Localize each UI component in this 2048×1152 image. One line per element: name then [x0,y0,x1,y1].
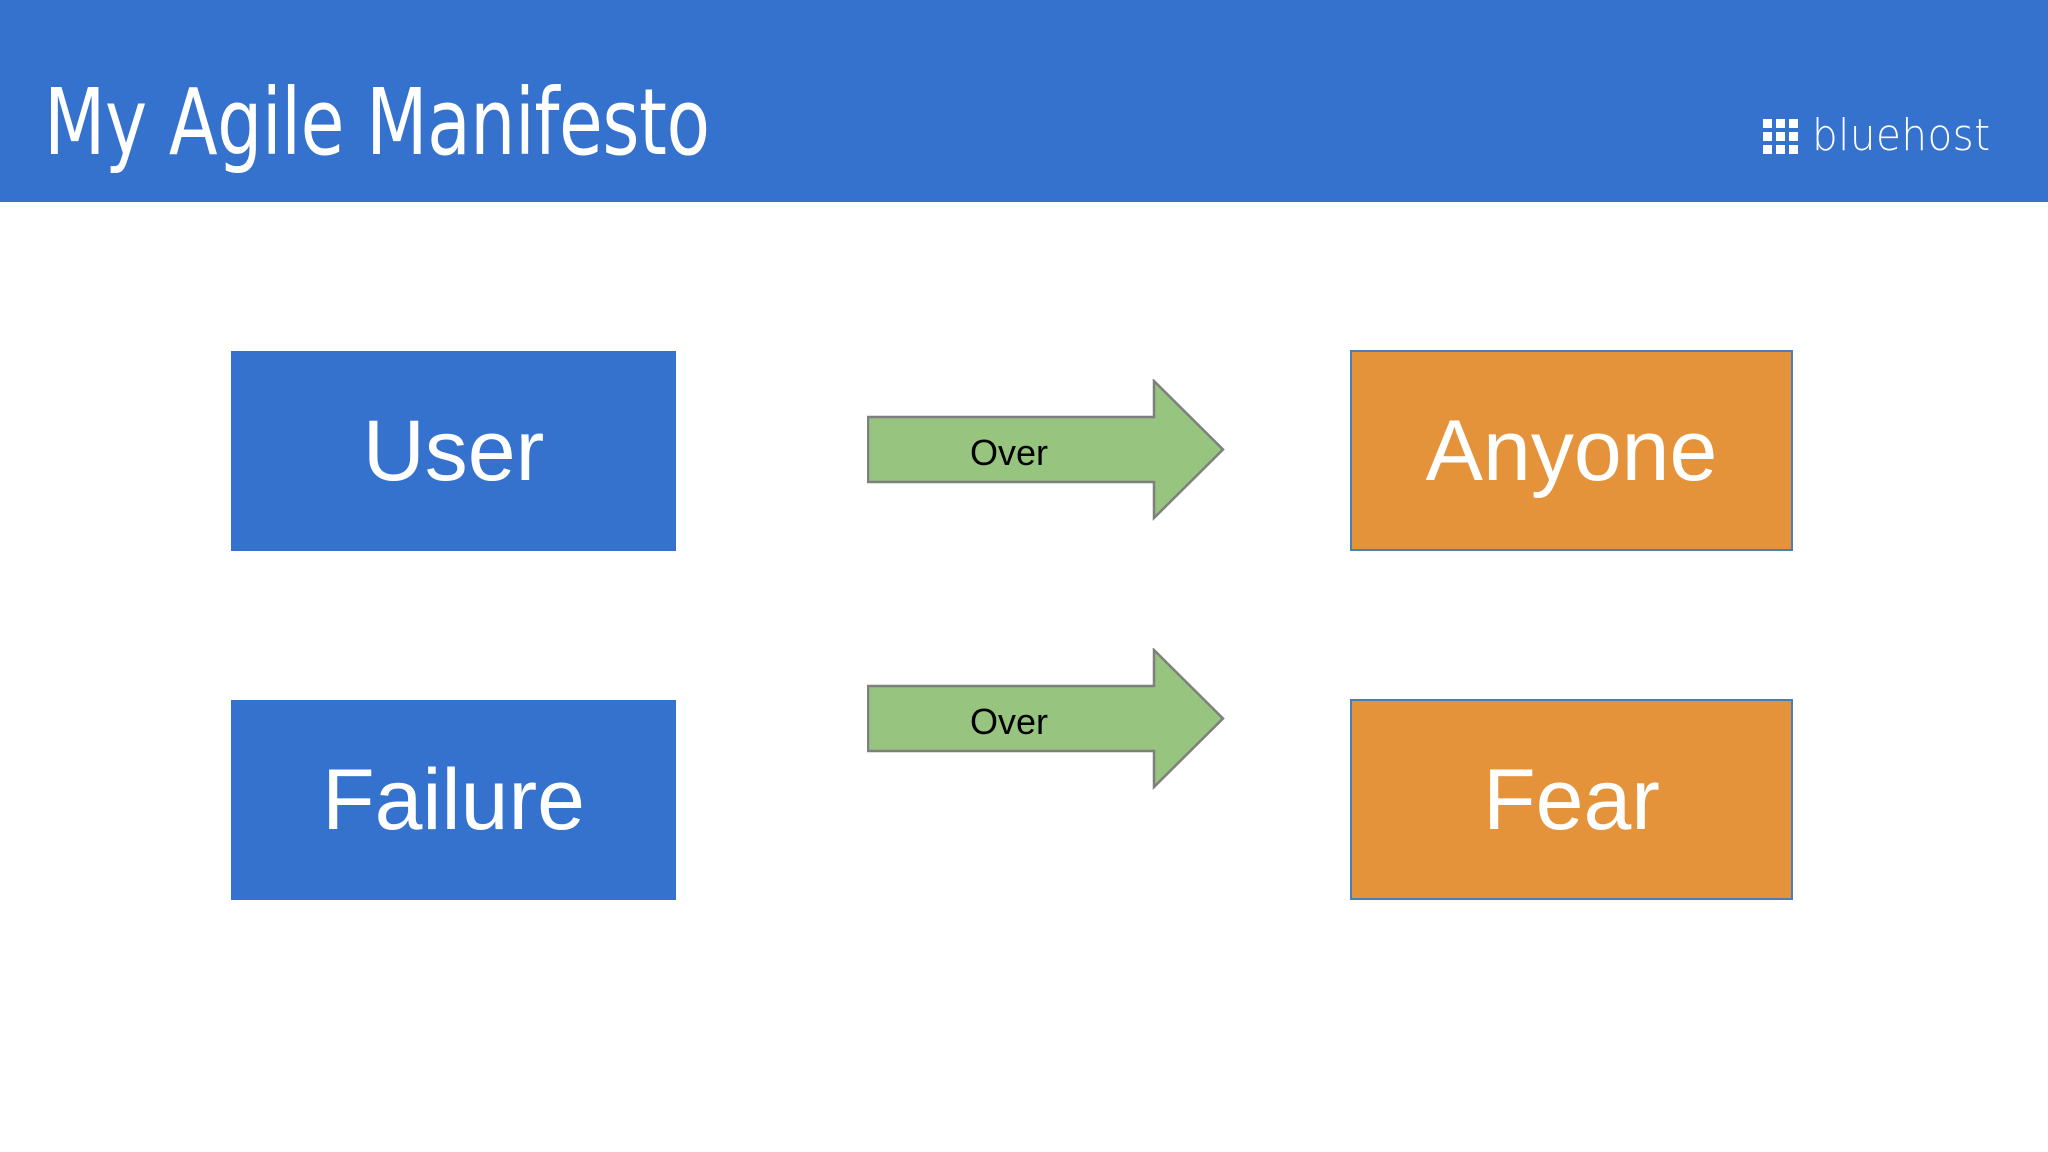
right-arrow-icon [867,379,1225,521]
grid-cell [1789,131,1798,141]
grid-cell [1789,144,1798,154]
manifesto-connector-label: Over [969,432,1048,473]
grid-cell [1776,144,1785,154]
manifesto-left-label: Failure [322,752,585,848]
grid-cell [1763,131,1772,141]
grid-cell [1776,118,1785,128]
right-arrow-icon [867,648,1225,790]
grid-cell [1763,118,1772,128]
page-title: My Agile Manifesto [44,69,710,176]
grid-cell [1789,118,1798,128]
bluehost-logo: bluehost [1763,112,2006,160]
manifesto-right-label: Fear [1483,751,1660,848]
manifesto-left-box-user: User [231,351,676,551]
manifesto-connector-arrow-row-1: Over [867,379,1227,521]
slide-header-bar [0,0,2048,202]
manifesto-right-label: Anyone [1425,402,1718,499]
manifesto-right-box-fear: Fear [1350,699,1793,900]
manifesto-left-label: User [362,403,545,499]
bluehost-wordmark: bluehost [1812,110,1991,161]
grid-3x3-icon [1763,118,1798,154]
manifesto-connector-label: Over [969,701,1048,742]
grid-cell [1776,131,1785,141]
manifesto-connector-arrow-row-2: Over [867,648,1227,790]
grid-cell [1763,144,1772,154]
manifesto-left-box-failure: Failure [231,700,676,900]
manifesto-right-box-anyone: Anyone [1350,350,1793,551]
